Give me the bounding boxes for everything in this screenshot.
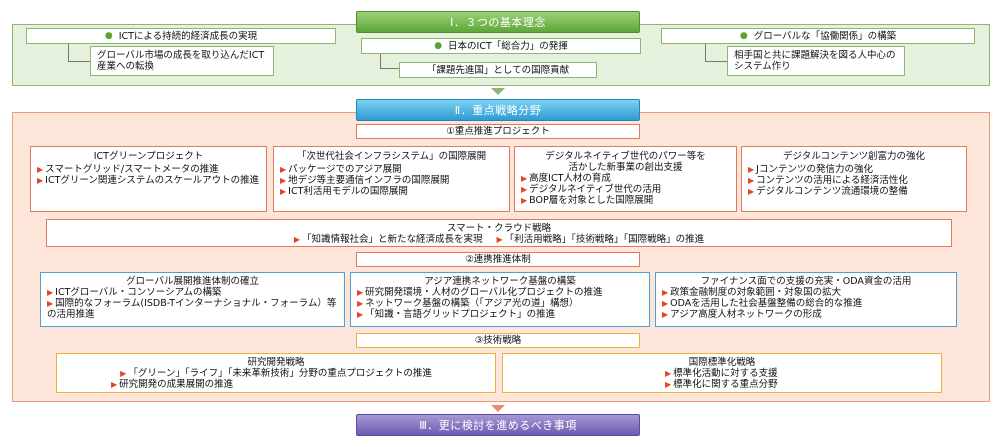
card-item: ▶ICTグローバル・コンソーシアムの構築 <box>47 287 222 298</box>
card-title: ファイナンス面での支援の充実・ODA資金の活用 <box>700 276 912 287</box>
arrow-bullet-icon: ▶ <box>521 185 528 194</box>
card-title: 「次世代社会インフラシステム」の国際展開 <box>296 151 487 162</box>
coop-card-2: アジア連携ネットワーク基盤の構築 ▶研究開発環境・人材のグローバル化プロジェクト… <box>350 272 650 327</box>
arrow-bullet-icon: ▶ <box>662 310 669 319</box>
arrow-bullet-icon: ▶ <box>748 165 755 174</box>
smart-cloud-title: スマート・クラウド戦略 <box>446 223 552 234</box>
arrow-bullet-icon: ▶ <box>293 235 300 244</box>
smart-cloud-box: スマート・クラウド戦略 ▶「知識情報社会」と新たな経済成長を実現▶「利活用戦略」… <box>46 219 952 247</box>
coop-title: ②連携推進体制 <box>356 252 640 267</box>
card-item: ▶デジタルネイティブ世代の活用 <box>521 184 662 195</box>
priority-project-title: ①重点推進プロジェクト <box>356 124 640 139</box>
card-item: ▶標準化活動に対する支援 <box>665 368 778 379</box>
flow-arrow-icon <box>491 88 505 95</box>
arrow-bullet-icon: ▶ <box>748 187 755 196</box>
connector-line <box>380 68 399 69</box>
smart-cloud-items: ▶「知識情報社会」と新たな経済成長を実現▶「利活用戦略」「技術戦略」「国際戦略」… <box>293 234 705 245</box>
priority-card-3: デジタルネイティブ世代のパワー等を活かした新事業の創出支援 ▶高度ICT人材の育… <box>514 146 737 212</box>
card-item: ▶「グリーン」「ライフ」「未来革新技術」分野の重点プロジェクトの推進 <box>120 368 432 379</box>
card-item: ▶デジタルコンテンツ流通環境の整備 <box>748 186 908 197</box>
bullet-dot-icon: ● <box>739 30 748 41</box>
basic-right-main: ●グローバルな「協働関係」の構築 <box>661 28 975 44</box>
card-item: ▶コンテンツの活用による経済活性化 <box>748 175 908 186</box>
card-item: ▶標準化に関する重点分野 <box>665 379 778 390</box>
card-item: ▶ODAを活用した社会基盤整備の総合的な推進 <box>662 298 863 309</box>
card-item: ▶ネットワーク基盤の構築（「アジア光の道」構想） <box>357 298 579 309</box>
coop-card-1: グローバル展開推進体制の確立 ▶ICTグローバル・コンソーシアムの構築 ▶国際的… <box>40 272 345 327</box>
card-item: ▶スマートグリッド/スマートメータの推進 <box>37 164 219 175</box>
coop-card-3: ファイナンス面での支援の充実・ODA資金の活用 ▶政策金融制度の対象範囲・対象国… <box>655 272 957 327</box>
arrow-bullet-icon: ▶ <box>662 288 669 297</box>
card-item: ▶研究開発環境・人材のグローバル化プロジェクトの推進 <box>357 287 603 298</box>
connector-line <box>68 44 69 61</box>
connector-line <box>68 61 90 62</box>
card-title: ICTグリーンプロジェクト <box>93 151 204 162</box>
arrow-bullet-icon: ▶ <box>496 235 503 244</box>
card-item: ▶地デジ等主要通信インフラの国際展開 <box>280 175 450 186</box>
arrow-bullet-icon: ▶ <box>280 176 287 185</box>
arrow-bullet-icon: ▶ <box>357 288 364 297</box>
priority-card-2: 「次世代社会インフラシステム」の国際展開 ▶パッケージでのアジア展開 ▶地デジ等… <box>273 146 510 212</box>
arrow-bullet-icon: ▶ <box>357 299 364 308</box>
card-item: ▶Jコンテンツの発信力の強化 <box>748 164 873 175</box>
card-item: ▶高度ICT人材の育成 <box>521 173 611 184</box>
card-item: ▶政策金融制度の対象範囲・対象国の拡大 <box>662 287 842 298</box>
card-item: ▶国際的なフォーラム(ISDB-Tインターナショナル・フォーラム）等の活用推進 <box>47 298 337 320</box>
arrow-bullet-icon: ▶ <box>47 299 54 308</box>
card-item: ▶BOP層を対象とした国際展開 <box>521 195 654 206</box>
arrow-bullet-icon: ▶ <box>120 369 127 378</box>
card-title: デジタルネイティブ世代のパワー等を活かした新事業の創出支援 <box>545 151 706 173</box>
tech-card-2: 国際標準化戦略 ▶標準化活動に対する支援 ▶標準化に関する重点分野 <box>502 353 942 393</box>
basic-left-sub: グローバル市場の成長を取り込んだICT産業への転換 <box>90 46 274 76</box>
card-title: 研究開発戦略 <box>247 357 305 368</box>
card-title: アジア連携ネットワーク基盤の構築 <box>424 276 576 287</box>
flow-arrow-icon <box>491 405 505 412</box>
arrow-bullet-icon: ▶ <box>37 165 44 174</box>
basic-right-sub: 相手国と共に課題解決を図る人中心のシステム作り <box>727 46 905 76</box>
arrow-bullet-icon: ▶ <box>47 288 54 297</box>
basic-center-sub: 「課題先進国」としての国際貢献 <box>399 62 597 78</box>
connector-line <box>705 44 706 61</box>
tech-card-1: 研究開発戦略 ▶「グリーン」「ライフ」「未来革新技術」分野の重点プロジェクトの推… <box>56 353 496 393</box>
bullet-dot-icon: ● <box>104 30 113 41</box>
tech-title: ③技術戦略 <box>356 333 640 348</box>
basic-left-main: ●ICTによる持続的経済成長の実現 <box>26 28 336 44</box>
arrow-bullet-icon: ▶ <box>111 380 118 389</box>
arrow-bullet-icon: ▶ <box>521 174 528 183</box>
connector-line <box>380 54 381 68</box>
arrow-bullet-icon: ▶ <box>357 310 364 319</box>
card-title: 国際標準化戦略 <box>688 357 756 368</box>
arrow-bullet-icon: ▶ <box>665 380 672 389</box>
priority-card-4: デジタルコンテンツ創富力の強化 ▶Jコンテンツの発信力の強化 ▶コンテンツの活用… <box>741 146 967 212</box>
further-study-header: Ⅲ．更に検討を進めるべき事項 <box>356 414 640 436</box>
arrow-bullet-icon: ▶ <box>748 176 755 185</box>
priority-strategy-header: Ⅱ．重点戦略分野 <box>356 99 640 121</box>
card-item: ▶ICT利活用モデルの国際展開 <box>280 186 408 197</box>
connector-line <box>705 61 727 62</box>
arrow-bullet-icon: ▶ <box>280 187 287 196</box>
arrow-bullet-icon: ▶ <box>665 369 672 378</box>
card-item: ▶研究開発の成果展開の推進 <box>111 379 234 390</box>
card-title: デジタルコンテンツ創富力の強化 <box>782 151 926 162</box>
basic-principles-header: Ⅰ．３つの基本理念 <box>356 11 640 33</box>
arrow-bullet-icon: ▶ <box>521 196 528 205</box>
card-item: ▶ICTグリーン関連システムのスケールアウトの推進 <box>37 175 260 186</box>
arrow-bullet-icon: ▶ <box>37 176 44 185</box>
priority-card-1: ICTグリーンプロジェクト ▶スマートグリッド/スマートメータの推進 ▶ICTグ… <box>30 146 267 212</box>
card-item: ▶「知識・言語グリッドプロジェクト」の推進 <box>357 309 556 320</box>
basic-center-main: ●日本のICT「総合力」の発揮 <box>361 38 641 54</box>
card-title: グローバル展開推進体制の確立 <box>126 276 259 287</box>
card-item: ▶パッケージでのアジア展開 <box>280 164 402 175</box>
bullet-dot-icon: ● <box>434 40 443 51</box>
card-item: ▶アジア高度人材ネットワークの形成 <box>662 309 822 320</box>
arrow-bullet-icon: ▶ <box>662 299 669 308</box>
arrow-bullet-icon: ▶ <box>280 165 287 174</box>
